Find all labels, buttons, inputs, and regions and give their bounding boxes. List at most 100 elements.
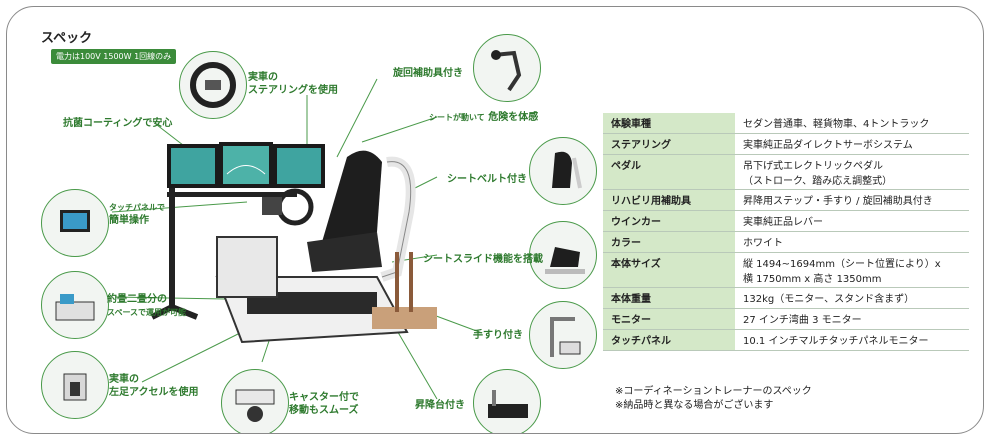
monitor-right-icon [273, 144, 325, 188]
callout-step: 昇降台付き [415, 400, 465, 411]
spec-label: ウインカー [603, 210, 735, 232]
spec-row: 本体サイズ縦 1494~1694mm（シート位置により）x 横 1750mm x … [603, 252, 969, 288]
callout-antibac: 抗菌コーティングで安心 [63, 118, 173, 129]
spec-value: ホワイト [735, 231, 969, 253]
spec-label: カラー [603, 231, 735, 253]
note-line1: ※コーディネーショントレーナーのスペック [615, 386, 812, 397]
spec-row: 体験車種セダン普通車、軽貨物車、4トントラック [603, 113, 969, 134]
callout-steering-line1: 実車の [248, 72, 278, 83]
spec-value: 実車純正品レバー [735, 210, 969, 232]
spec-value-line: 横 1750mm x 高さ 1350mm [743, 274, 882, 285]
line-danger [361, 116, 438, 143]
spec-value-line: 吊下げ式エレクトリックペダル [743, 161, 883, 172]
spec-value-line: 132kg（モニター、スタンド含まず） [743, 294, 915, 305]
callout-space-small: スペースで運用が可能 [107, 308, 187, 317]
accel-photo-circle [41, 351, 109, 419]
line-touch [111, 201, 248, 213]
callout-accel: 実車の 左足アクセルを使用 [109, 373, 199, 399]
seat-icon [322, 150, 382, 252]
spec-value-line: 実車純正品レバー [743, 217, 823, 228]
spec-label: 本体重量 [603, 287, 735, 309]
handrail-icon [550, 317, 554, 357]
callout-rotation: 旋回補助具付き [393, 68, 463, 79]
callout-caster-line1: キャスター付で [289, 392, 359, 403]
spec-label: モニター [603, 308, 735, 330]
callout-danger: シートが動いて 危険を体感 [429, 111, 538, 124]
callout-caster-line2: 移動もスムーズ [289, 405, 359, 416]
space-photo-circle [41, 271, 109, 339]
spec-value-line: 実車純正品ダイレクトサーボシステム [743, 140, 913, 151]
spec-value: 縦 1494~1694mm（シート位置により）x 横 1750mm x 高さ 13… [735, 252, 969, 288]
spec-row: ペダル吊下げ式エレクトリックペダル （ストローク、踏み応え調整式） [603, 154, 969, 190]
callout-accel-line1: 実車の [109, 374, 139, 385]
spec-value-line: ホワイト [743, 238, 783, 249]
rotation-aid-icon [493, 50, 522, 92]
spec-label: ステアリング [603, 133, 735, 155]
spec-label: 本体サイズ [603, 252, 735, 288]
spec-value: 実車純正品ダイレクトサーボシステム [735, 133, 969, 155]
line-step [391, 321, 438, 400]
callout-touch-big: 簡単操作 [109, 215, 149, 226]
caster-photo-circle [221, 369, 289, 433]
spec-table: 体験車種セダン普通車、軽貨物車、4トントラックステアリング実車純正品ダイレクトサ… [603, 113, 969, 351]
callout-steering: 実車の ステアリングを使用 [248, 71, 338, 97]
page-title: スペック [41, 31, 93, 46]
callout-touch-small: タッチパネルで [109, 203, 165, 212]
spec-label: タッチパネル [603, 329, 735, 351]
spec-row: ステアリング実車純正品ダイレクトサーボシステム [603, 133, 969, 155]
line-accel [141, 326, 253, 383]
spec-row: タッチパネル 10.1 インチマルチタッチパネルモニター [603, 329, 969, 351]
callout-touch: タッチパネルで 簡単操作 [109, 201, 165, 227]
spec-value: セダン普通車、軽貨物車、4トントラック [735, 113, 969, 134]
touchpanel-photo-circle [41, 189, 109, 257]
touch-panel-icon [262, 197, 282, 215]
spec-row: カラーホワイト [603, 231, 969, 253]
simulator-illustration [150, 142, 437, 344]
power-badge: 電力は100V 1500W 1回線のみ [51, 49, 177, 64]
spec-value-line: 縦 1494~1694mm（シート位置により）x [743, 259, 941, 270]
seat-slide-icon [550, 247, 580, 267]
spec-row: リハビリ用補助具昇降用ステップ・手すり / 旋回補助具付き [603, 189, 969, 211]
notes: ※コーディネーショントレーナーのスペック ※納品時と異なる場合がございます [615, 385, 812, 413]
seat-icon [552, 151, 572, 188]
spec-value-line: （ストローク、踏み応え調整式） [743, 176, 893, 187]
note-line2: ※納品時と異なる場合がございます [615, 400, 774, 411]
spec-value: 27 インチ湾曲 3 モニター [735, 308, 969, 330]
seat-photo-circle [529, 137, 597, 205]
steering-photo-circle [179, 51, 247, 119]
callout-danger-small: シートが動いて [429, 113, 485, 122]
callout-slide: シートスライド機能を搭載 [423, 254, 543, 265]
spec-value: 10.1 インチマルチタッチパネルモニター [735, 329, 969, 351]
callout-caster: キャスター付で 移動もスムーズ [289, 391, 359, 417]
line-rotation [336, 78, 378, 158]
step-platform-icon [372, 307, 437, 329]
callout-accel-line2: 左足アクセルを使用 [109, 387, 199, 398]
steering-wheel-icon [190, 62, 236, 108]
step-platform-icon [488, 404, 528, 418]
callout-seatbelt: シートベルト付き [447, 174, 527, 185]
space-layout-icon [60, 294, 74, 304]
spec-label: 体験車種 [603, 113, 735, 134]
spec-value: 昇降用ステップ・手すり / 旋回補助具付き [735, 189, 969, 211]
rotation-aid-photo-circle [473, 34, 541, 102]
spec-row: ウインカー実車純正品レバー [603, 210, 969, 232]
callout-handrail: 手すり付き [473, 330, 523, 341]
spec-label: ペダル [603, 154, 735, 190]
spec-value-line: 10.1 インチマルチタッチパネルモニター [743, 336, 929, 347]
spec-value-line: セダン普通車、軽貨物車、4トントラック [743, 119, 930, 130]
spec-value: 吊下げ式エレクトリックペダル （ストローク、踏み応え調整式） [735, 154, 969, 190]
step-photo-circle [473, 369, 541, 433]
spec-panel: スペック 電力は100V 1500W 1回線のみ [6, 6, 984, 434]
slide-photo-circle [529, 221, 597, 289]
callout-steering-line2: ステアリングを使用 [248, 85, 338, 96]
spec-value: 132kg（モニター、スタンド含まず） [735, 287, 969, 309]
pedal-icon [70, 382, 80, 396]
caster-wheel-icon [247, 406, 263, 422]
callout-danger-big: 危険を体感 [488, 112, 539, 123]
spec-label: リハビリ用補助具 [603, 189, 735, 211]
callout-space-big: 約畳二畳分の [107, 294, 167, 305]
spec-row: 本体重量 132kg（モニター、スタンド含まず） [603, 287, 969, 309]
touch-panel-icon [63, 213, 87, 229]
callout-space: 約畳二畳分の スペースで運用が可能 [107, 293, 186, 319]
